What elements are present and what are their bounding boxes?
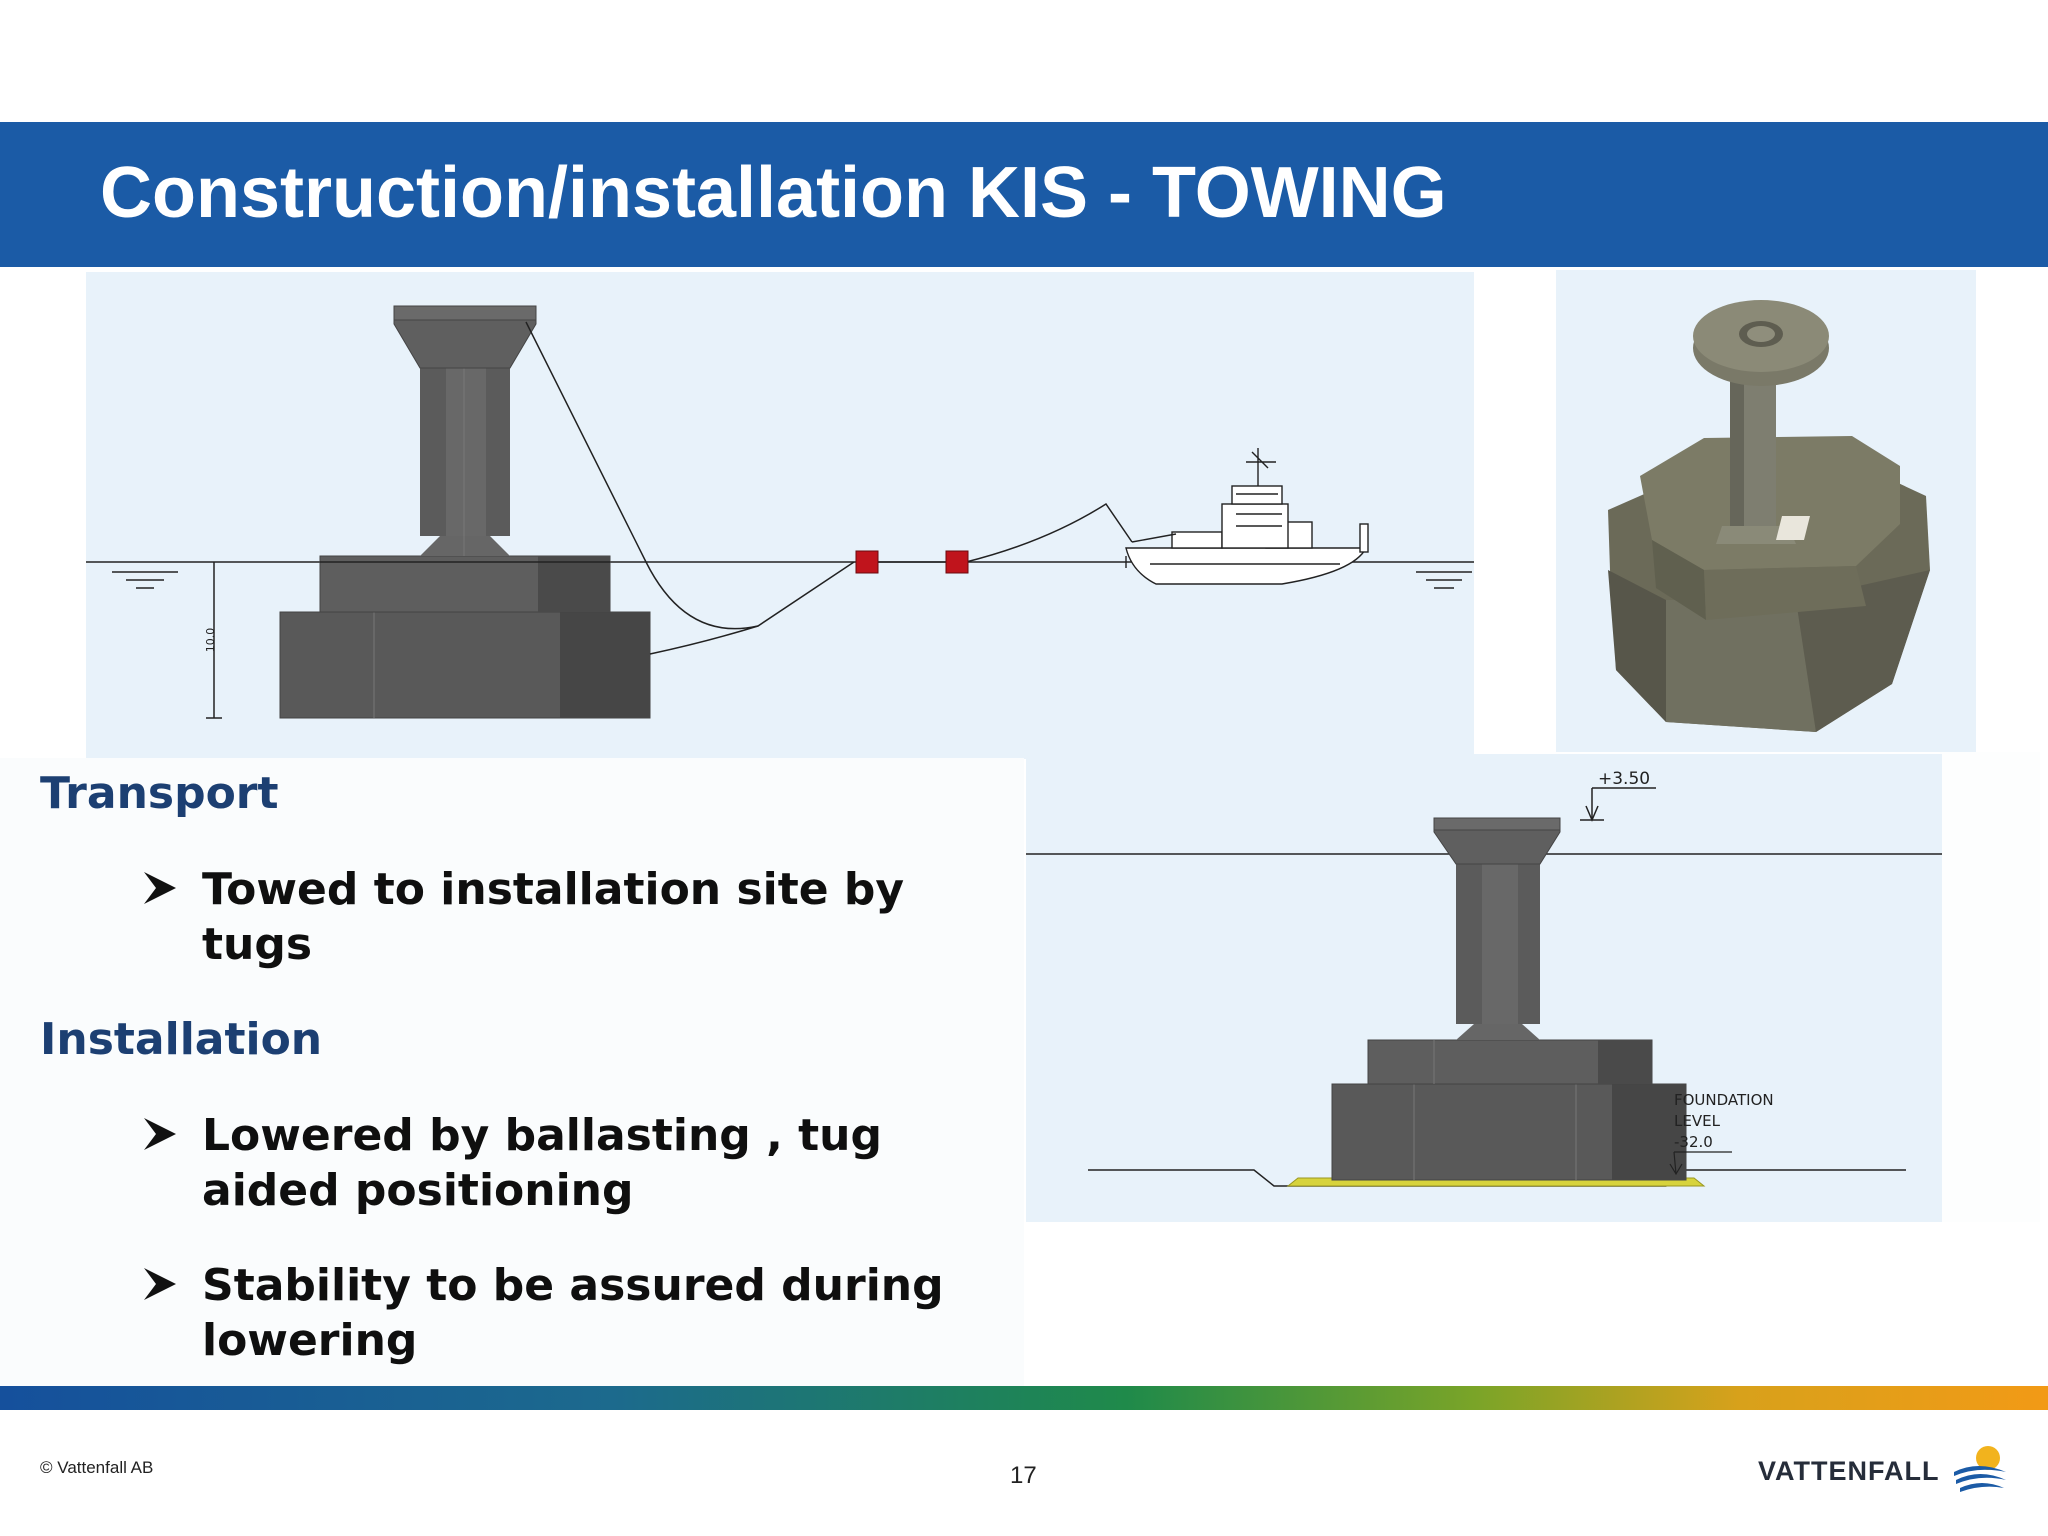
title-band: Construction/installation KIS - TOWING [0,122,2048,267]
caisson-3d-render [1556,270,1976,752]
heading-installation: Installation [40,1014,323,1065]
depth-label: 10.0 [204,628,217,653]
text-area: Transport Towed to installation site by … [0,758,1024,1388]
arrowhead-bullet-icon [144,872,176,904]
level-label: +3.50 [1598,769,1650,789]
page-number: 17 [1010,1462,1037,1489]
bullet-text: Stability to be assured during lowering [202,1260,944,1366]
brand-name: VATTENFALL [1758,1456,1940,1486]
heading-transport: Transport [40,768,279,819]
buoy-1 [855,550,879,574]
buoy-2 [945,550,969,574]
caisson-elevation [1331,817,1687,1181]
arrowhead-bullet-icon [144,1118,176,1150]
elevation-diagram: +3.50 FOUNDATION LEVEL -32.0 [1026,754,1942,1222]
foundation-label-2: LEVEL [1674,1112,1721,1130]
foundation-value: -32.0 [1674,1133,1713,1151]
arrowhead-bullet-icon [144,1268,176,1300]
diagram-gap [1474,272,1558,712]
slide-title: Construction/installation KIS - TOWING [100,153,1447,233]
tug-boat [1125,448,1369,585]
right-filler [1940,752,2040,1222]
towing-diagram: 10.0 [86,272,1474,759]
bullet-text: Towed to installation site by tugs [202,864,905,970]
foundation-label-1: FOUNDATION [1674,1091,1774,1109]
footer-gradient-bar [0,1386,2048,1410]
copyright-text: © Vattenfall AB [40,1458,154,1477]
vattenfall-logo-icon [1950,1442,2010,1502]
caisson-structure [279,305,651,719]
bullet-text: Lowered by ballasting , tug aided positi… [202,1110,882,1216]
